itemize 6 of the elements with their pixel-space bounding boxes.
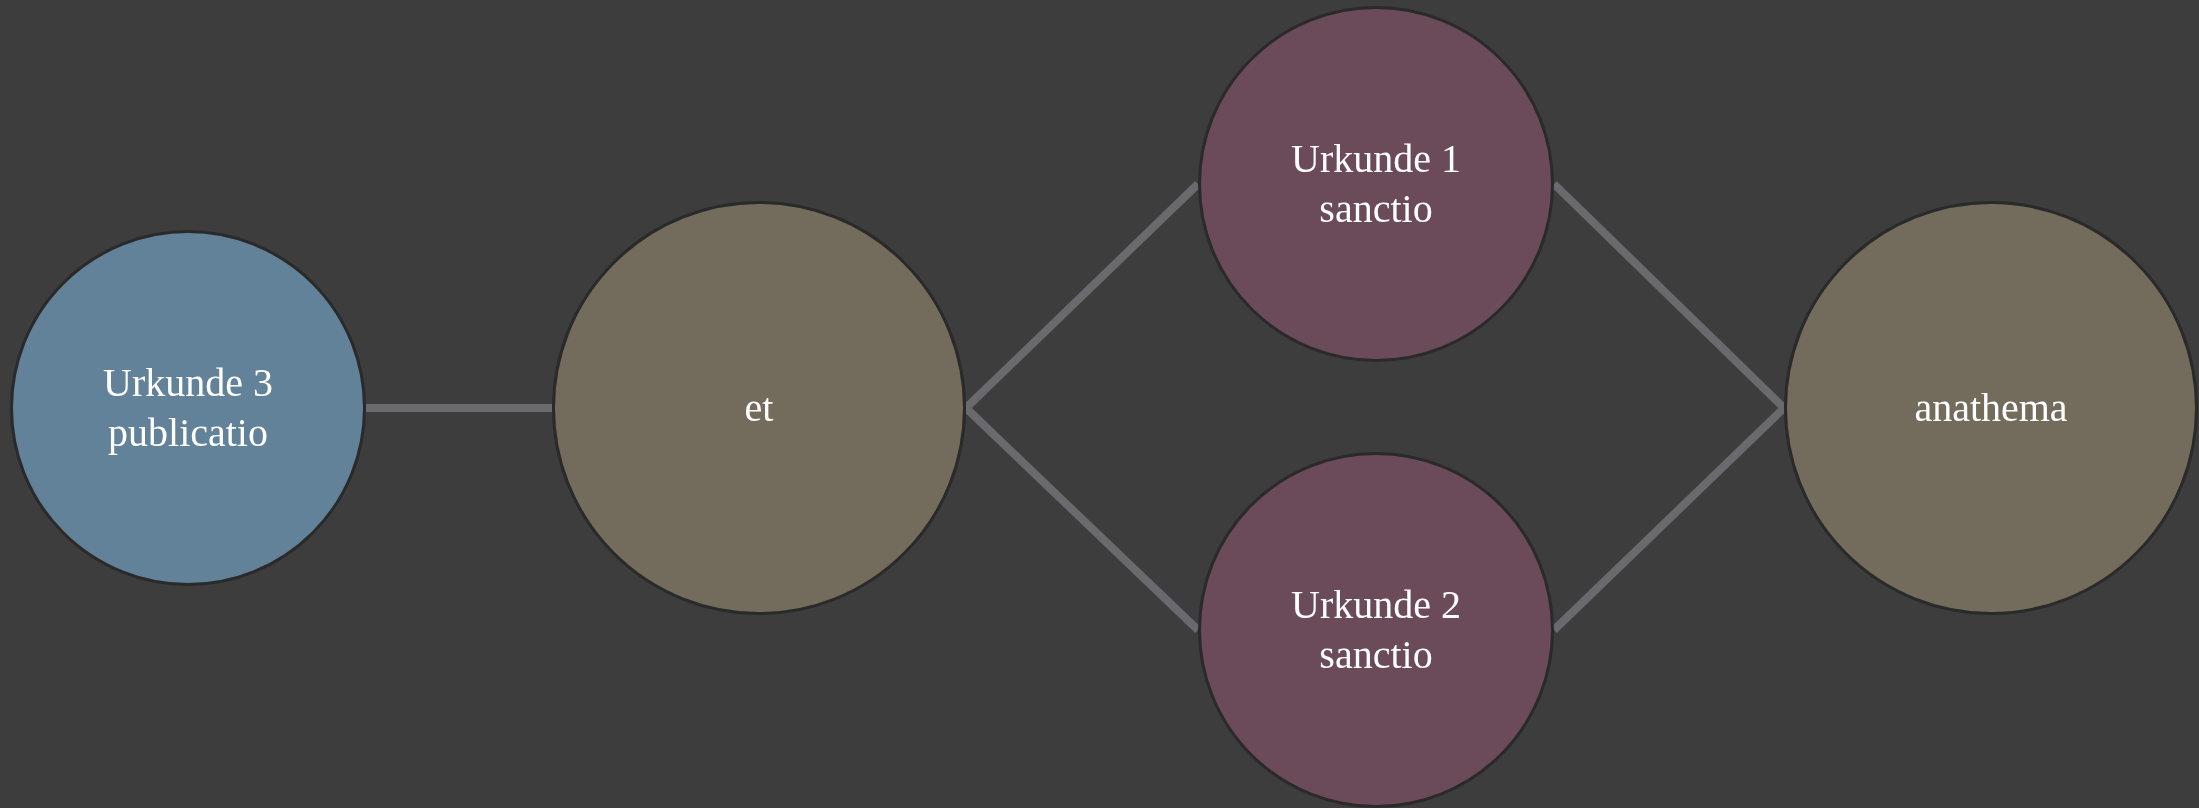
node-label: Urkunde 3 publicatio [102,359,274,457]
node-label: et [743,384,775,432]
node-label: Urkunde 2 sanctio [1290,581,1462,679]
connector-line [366,404,552,412]
node-label: anathema [1913,384,2069,432]
node-label: Urkunde 1 sanctio [1290,135,1462,233]
